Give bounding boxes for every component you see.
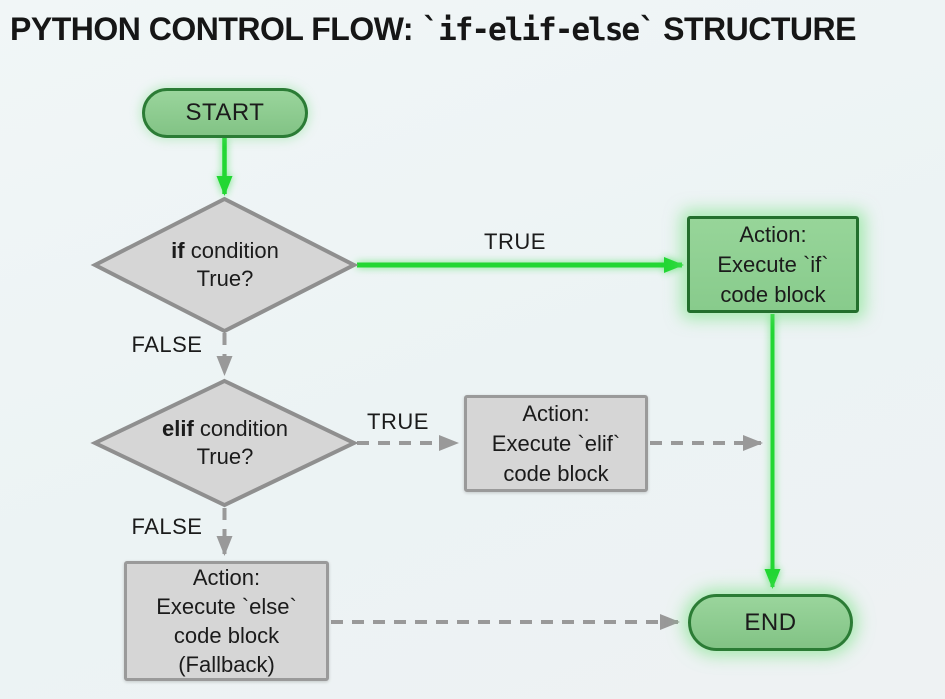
if-action-line: Execute `if` bbox=[717, 251, 829, 277]
if-decision-diamond bbox=[90, 196, 359, 334]
elif-false-label: FALSE bbox=[131, 514, 203, 539]
else-action-line: Execute `else` bbox=[156, 594, 297, 619]
if-false-label: FALSE bbox=[131, 332, 203, 357]
else-action-line: code block bbox=[173, 623, 280, 648]
elif-true-label: TRUE bbox=[367, 409, 429, 434]
elif-action-node: Action: Execute `elif` code block bbox=[464, 395, 648, 492]
if-decision-line1: if condition bbox=[171, 237, 279, 265]
elif-decision-node: elif condition True? bbox=[95, 381, 355, 505]
else-action-line: (Fallback) bbox=[178, 652, 275, 677]
elif-action-line: Action: bbox=[522, 400, 590, 426]
start-label: START bbox=[185, 99, 265, 126]
if-action-line: Action: bbox=[739, 221, 807, 247]
if-true-label: TRUE bbox=[484, 229, 546, 254]
if-keyword: if bbox=[171, 238, 185, 263]
else-action-line: Action: bbox=[192, 565, 261, 590]
elif-action-line: code block bbox=[503, 460, 609, 486]
elif-condition-text: condition bbox=[199, 416, 288, 441]
title-text-right: STRUCTURE bbox=[663, 11, 856, 47]
title-text-left: PYTHON CONTROL FLOW: bbox=[10, 11, 414, 47]
elif-decision-line2: True? bbox=[196, 444, 254, 469]
if-action-node: Action: Execute `if` code block bbox=[687, 216, 859, 313]
title-code-snippet: `if-elif-else` bbox=[421, 12, 656, 48]
start-node: START bbox=[142, 88, 308, 138]
if-condition-text: condition bbox=[190, 238, 279, 263]
page-title: PYTHON CONTROL FLOW: `if-elif-else` STRU… bbox=[10, 11, 938, 48]
if-decision-line2: True? bbox=[196, 266, 254, 291]
elif-keyword: elif bbox=[162, 416, 194, 441]
elif-decision-diamond bbox=[90, 378, 359, 508]
else-action-node: Action: Execute `else` code block (Fallb… bbox=[124, 561, 329, 681]
if-action-line: code block bbox=[720, 281, 826, 307]
end-label: END bbox=[744, 608, 797, 636]
end-node: END bbox=[688, 594, 853, 651]
if-decision-node: if condition True? bbox=[95, 199, 355, 331]
elif-action-line: Execute `elif` bbox=[491, 430, 621, 456]
elif-decision-line1: elif condition bbox=[162, 415, 288, 443]
